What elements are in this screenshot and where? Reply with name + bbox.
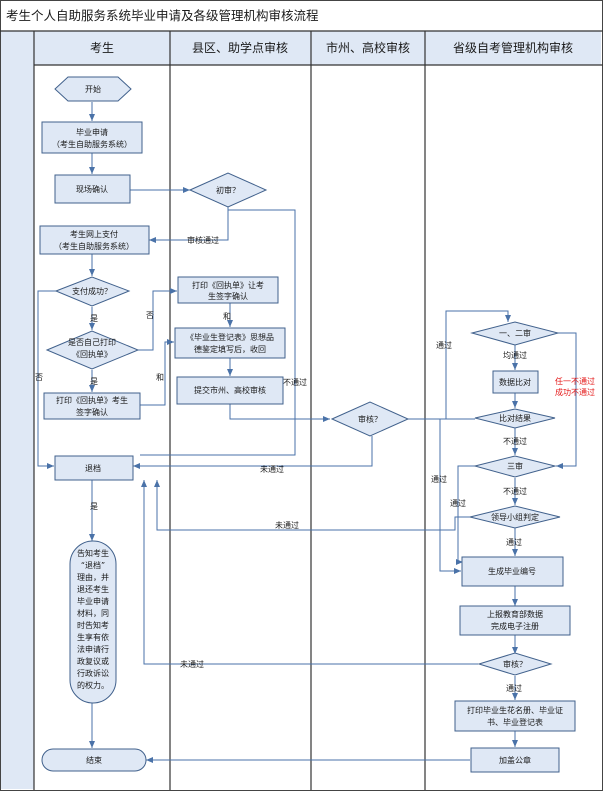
svg-text:签字确认: 签字确认 [76,407,108,417]
lane-header-province: 省级自考管理机构审核 [453,40,573,55]
svg-text:支付成功？: 支付成功？ [72,286,112,296]
node-onsite-confirmation: 现场确认 [54,174,131,204]
svg-text:生成毕业编号: 生成毕业编号 [488,566,536,576]
svg-text:是否自己打印: 是否自己打印 [68,337,116,347]
edge-label-compare-pass: 通过 [431,474,447,484]
svg-text:理由，并: 理由，并 [77,572,109,582]
svg-text:毕业申请: 毕业申请 [76,127,108,137]
svg-text:的权力。: 的权力。 [77,680,109,690]
node-review-one-two: 一、二审 [470,321,560,346]
svg-text:打印《回执单》考生: 打印《回执单》考生 [56,395,128,405]
edge-label-yes-self-print: 是 [90,377,98,386]
node-county-print-receipt: 打印《回执单》让考 生签字确认 [177,276,279,304]
edge-label-review3-fail: 不通过 [503,486,527,496]
lane-header-examinee: 考生 [90,41,114,55]
edge-label-no-self-print: 否 [146,311,154,320]
edge-label-yes-return: 是 [90,502,98,511]
node-graduate-record-form: 《毕业生登记表》思想品 德鉴定填写后，收回 [174,327,286,359]
edge-label-and-print: 和 [156,373,164,382]
node-data-compare: 数据比对 [492,370,539,394]
svg-text:一、二审: 一、二审 [499,328,531,338]
svg-text:时告知考: 时告知考 [77,620,109,630]
node-start: 开始 [54,76,132,102]
svg-text:行政诉讼: 行政诉讼 [77,668,109,678]
edge-label-review3-pass: 通过 [450,498,466,508]
svg-text:毕业申请: 毕业申请 [77,596,109,606]
edge-label-and-record: 和 [223,312,231,321]
svg-text:完成电子注册: 完成电子注册 [491,621,539,631]
connectors [37,102,577,763]
svg-text:（考生自助服务系统）: （考生自助服务系统） [54,241,134,251]
edge-label-city-pass: 通过 [436,340,452,350]
svg-text:领导小组判定: 领导小组判定 [491,512,539,522]
svg-text:审核？: 审核？ [503,659,527,669]
svg-text:“退档”: “退档” [81,560,105,570]
svg-text:三审: 三审 [507,461,523,471]
node-affix-seal: 加盖公章 [470,747,560,773]
node-generate-graduation-number: 生成毕业编号 [461,556,564,587]
svg-text:审核？: 审核？ [358,414,382,424]
node-print-roster: 打印毕业生花名册、毕业证 书、毕业登记表 [454,700,576,732]
svg-text:加盖公章: 加盖公章 [499,755,531,765]
node-submit-city-review: 提交市州、高校审核 [176,376,284,405]
svg-text:开始: 开始 [85,84,101,94]
svg-text:告知考生: 告知考生 [77,548,109,558]
edge-label-leader-pass: 通过 [506,537,522,547]
edge-label-city-fail: 未通过 [260,464,284,474]
edge-label-final-fail: 未通过 [180,659,204,669]
diagram-title: 考生个人自助服务系统毕业申请及各级管理机构审核流程 [6,8,319,23]
svg-text:《回执单》: 《回执单》 [72,349,112,359]
edge-label-compare-fail: 不通过 [503,436,527,446]
node-self-print-decision: 是否自己打印 《回执单》 [45,330,140,370]
svg-text:书、毕业登记表: 书、毕业登记表 [487,717,543,727]
svg-text:退档: 退档 [85,463,101,473]
node-end: 结束 [41,748,147,772]
svg-text:比对结果: 比对结果 [499,413,531,423]
edge-label-any-fail-1: 任一不通过 [555,376,595,386]
node-online-payment: 考生网上支付 （考生自助服务系统） [39,225,150,255]
node-payment-success: 支付成功？ [54,276,131,307]
node-report-moe: 上报教育部数据 完成电子注册 [459,605,571,636]
svg-text:德鉴定填写后，收回: 德鉴定填写后，收回 [194,344,266,354]
svg-text:材料，同: 材料，同 [77,608,109,618]
edge-label-leader-fail: 未通过 [275,520,299,530]
svg-text:考生网上支付: 考生网上支付 [70,229,118,239]
svg-text:《毕业生登记表》思想品: 《毕业生登记表》思想品 [186,332,274,342]
node-graduation-application: 毕业申请 （考生自助服务系统） [41,121,143,154]
svg-text:现场确认: 现场确认 [76,184,108,194]
svg-text:生签字确认: 生签字确认 [208,291,248,301]
node-compare-result: 比对结果 [474,408,556,429]
svg-text:打印毕业生花名册、毕业证: 打印毕业生花名册、毕业证 [467,705,563,715]
lane-header-county: 县区、助学点审核 [192,40,288,55]
node-review-three: 三审 [473,455,557,478]
node-print-receipt-sign: 打印《回执单》考生 签字确认 [43,392,141,420]
lane-header-city: 市州、高校审核 [326,40,410,55]
svg-text:法申请行: 法申请行 [77,644,109,654]
svg-text:生享有依: 生享有依 [77,632,109,642]
svg-text:（考生自助服务系统）: （考生自助服务系统） [52,139,132,149]
svg-text:上报教育部数据: 上报教育部数据 [487,609,543,619]
edge-label-any-fail-2: 成功不通过 [555,387,595,397]
edge-label-all-pass: 均通过 [503,350,527,360]
edge-label-review-pass: 审核通过 [187,235,219,245]
edge-label-yes-payment: 是 [90,314,98,323]
node-notice: 告知考生 “退档” 理由，并 退还考生 毕业申请 材料，同 时告知考 生享有依 … [69,540,117,704]
svg-text:打印《回执单》让考: 打印《回执单》让考 [192,280,264,290]
edge-label-final-pass: 通过 [506,683,522,693]
svg-text:政复议或: 政复议或 [77,656,109,666]
node-final-review: 审核？ [477,652,553,676]
svg-text:结束: 结束 [86,755,102,765]
node-first-review: 初审？ [188,172,268,208]
svg-text:提交市州、高校审核: 提交市州、高校审核 [194,385,266,395]
node-city-review: 审核？ [330,401,410,437]
node-leader-decision: 领导小组判定 [469,505,561,529]
node-return-file: 退档 [54,455,134,481]
svg-text:初审？: 初审？ [216,185,240,195]
svg-text:数据比对: 数据比对 [499,377,531,387]
svg-text:退还考生: 退还考生 [77,584,109,594]
edge-label-no-payment: 否 [35,373,43,382]
edge-label-county-fail: 不通过 [283,377,307,387]
